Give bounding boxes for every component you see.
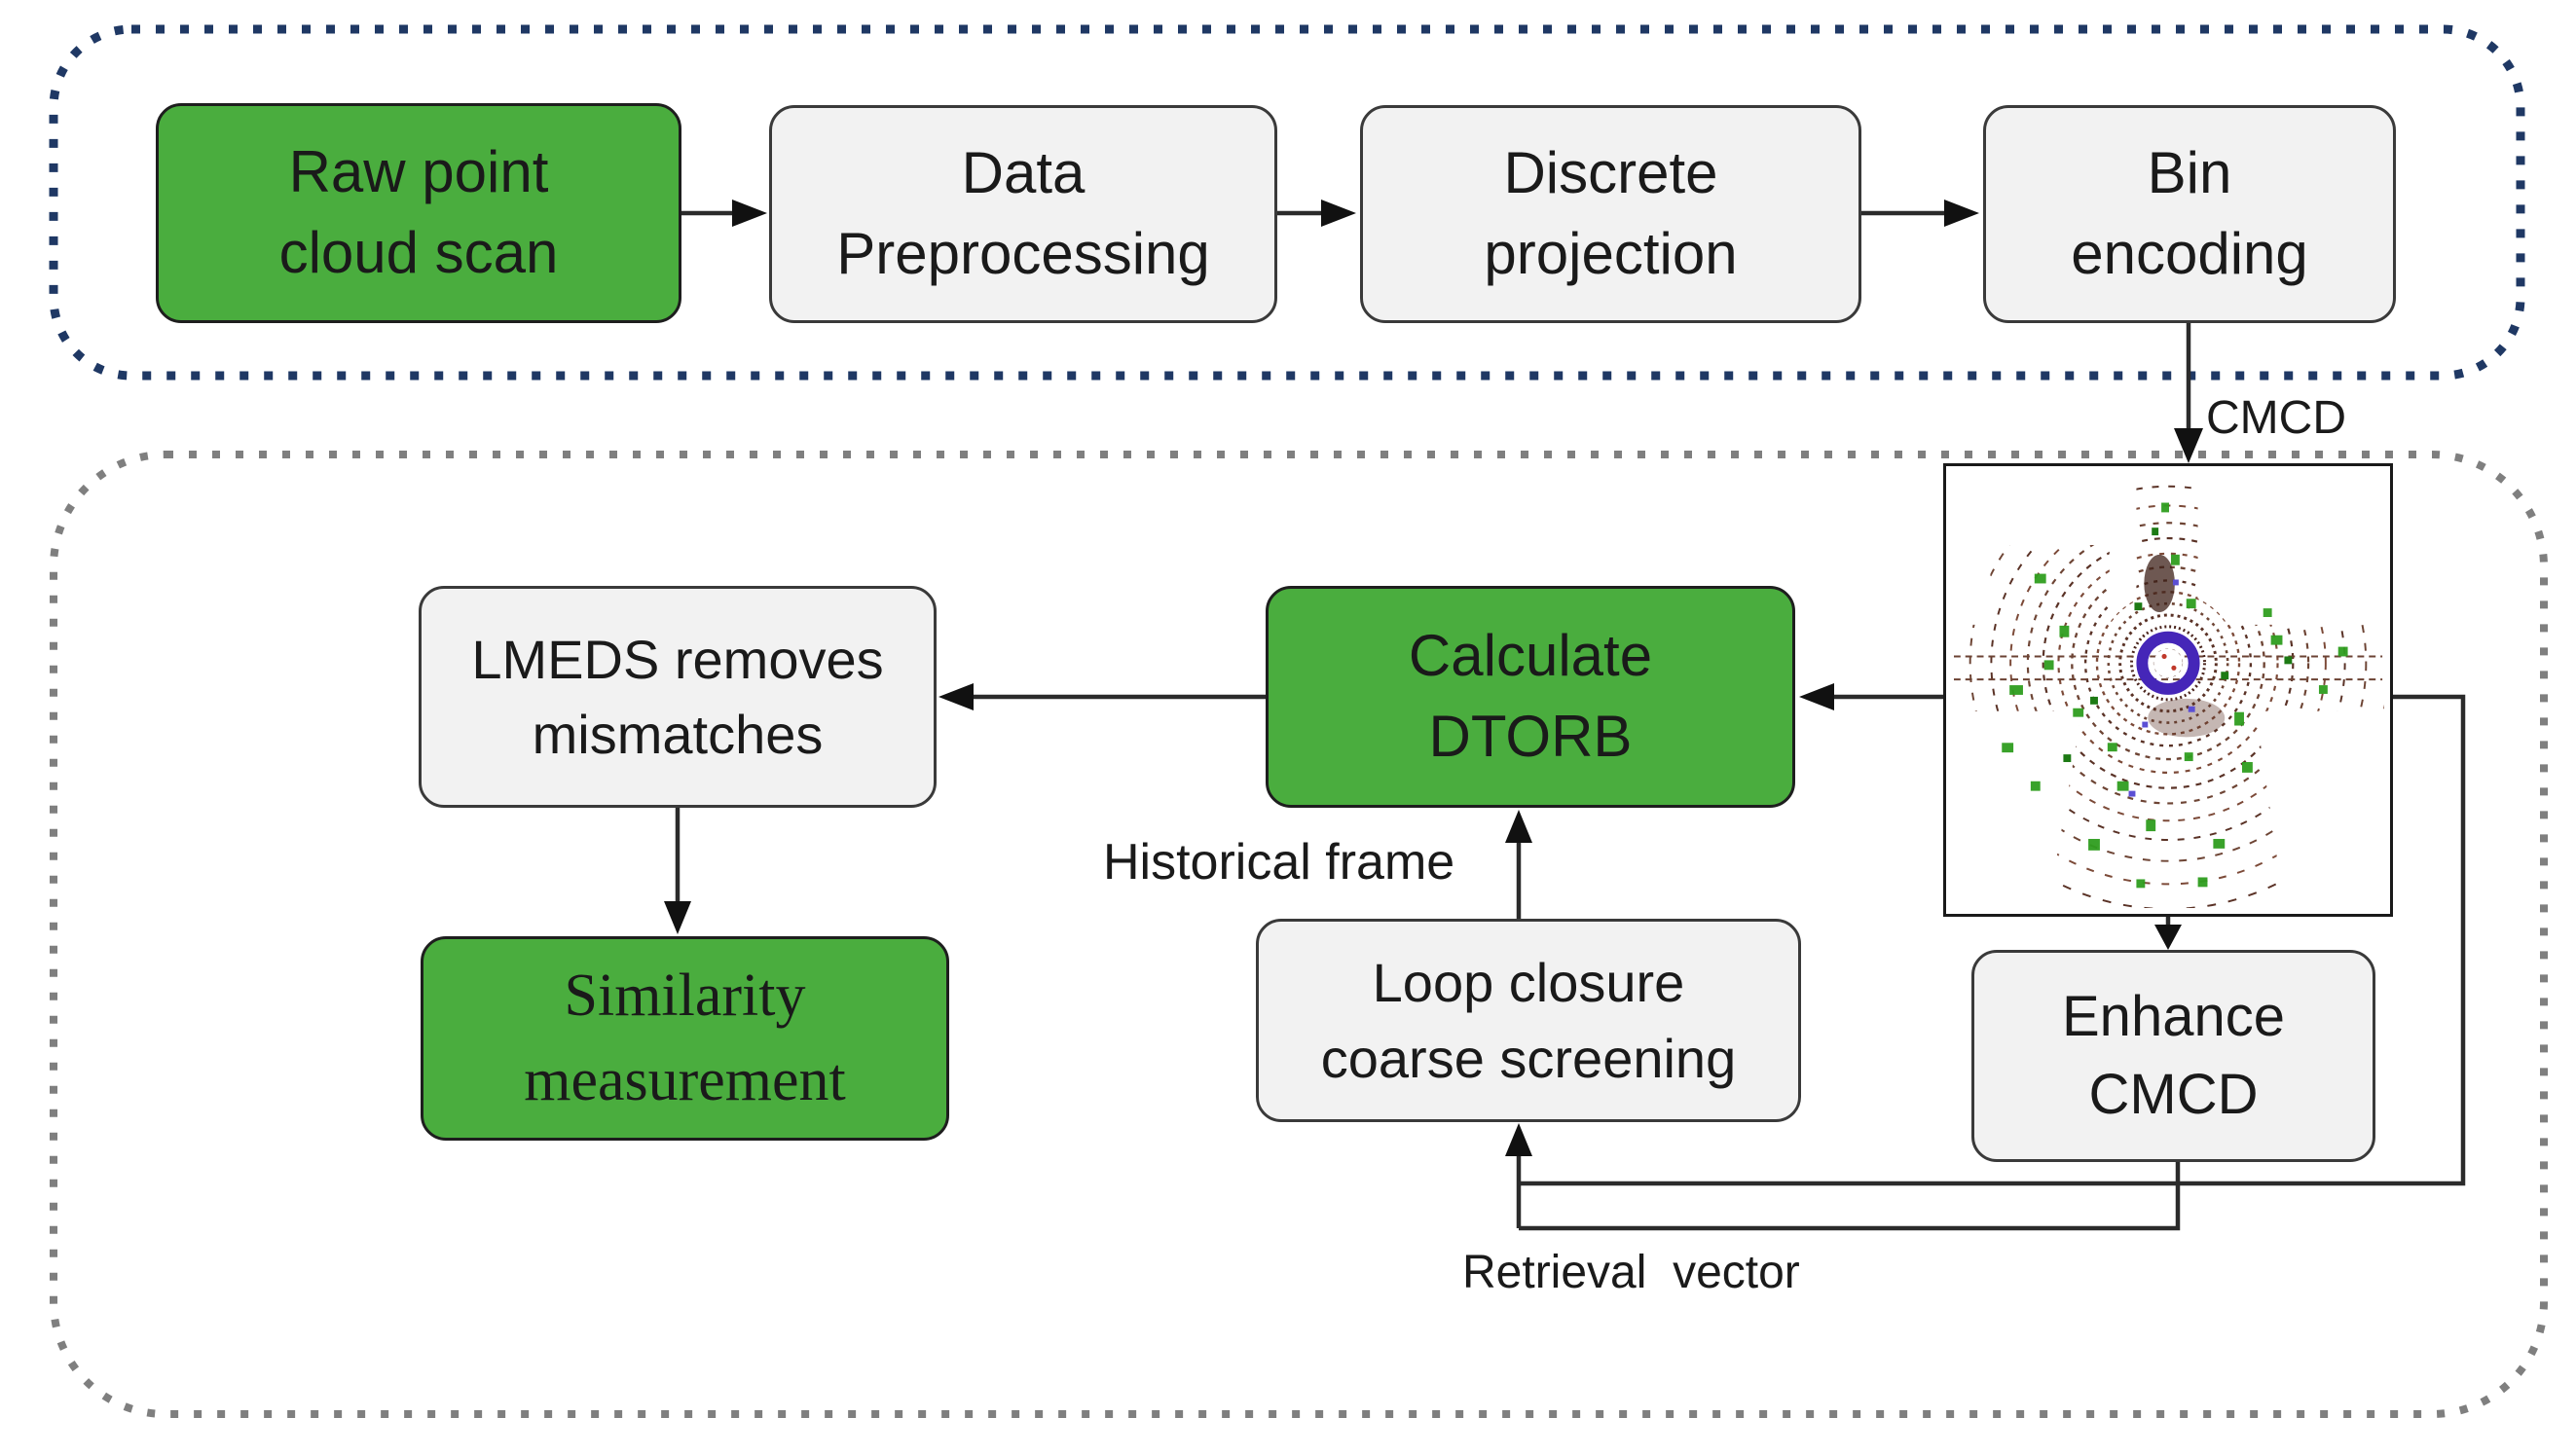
arrowhead-into-binencoding	[1944, 200, 1979, 227]
label-cmcd: CMCD	[2206, 392, 2346, 444]
lidar-scan-graphic	[1953, 471, 2385, 909]
arrowhead-into-dtorb-bottom	[1505, 810, 1532, 843]
box-label-line: CMCD	[2088, 1063, 2259, 1126]
box-label-line: Similarity	[564, 963, 806, 1030]
box-similarity-measurement: Similarity measurement	[421, 936, 949, 1141]
scanner-ring	[2136, 631, 2200, 695]
box-calculate-dtorb: Calculate DTORB	[1266, 586, 1795, 808]
box-discrete-projection: Discrete projection	[1360, 105, 1861, 323]
box-lmeds-removes-mismatches: LMEDS removes mismatches	[419, 586, 937, 808]
box-label-line: Bin	[2147, 140, 2232, 206]
arrowhead-into-lmeds	[938, 683, 974, 710]
box-raw-point-cloud-scan: Raw point cloud scan	[156, 103, 681, 323]
loop-line-enhance-to-loopclosure	[1519, 1162, 2181, 1231]
label-historical-frame: Historical frame	[1103, 834, 1455, 891]
box-label-line: coarse screening	[1320, 1027, 1737, 1089]
arrowhead-into-enhance	[2154, 925, 2182, 950]
box-label-line: LMEDS removes	[471, 628, 884, 690]
lidar-scan-image	[1943, 463, 2393, 917]
box-label-line: Preprocessing	[836, 221, 1210, 286]
box-label-line: Loop closure	[1372, 952, 1685, 1014]
box-enhance-cmcd: Enhance CMCD	[1971, 950, 2375, 1162]
arrowhead-into-dtorb-right	[1799, 683, 1834, 710]
loop-line-image-to-loopclosure	[1519, 694, 2466, 1186]
arrowhead-into-image	[2174, 428, 2203, 463]
bottom-section-outline	[50, 451, 2548, 1418]
box-label-line: cloud scan	[278, 220, 559, 285]
box-label-line: DTORB	[1428, 704, 1633, 769]
box-label-line: Calculate	[1408, 623, 1653, 689]
box-label-line: Data	[961, 140, 1086, 206]
box-label-line: mismatches	[532, 704, 824, 765]
box-label-line: Enhance	[2062, 984, 2285, 1048]
arrowhead-into-projection	[1321, 200, 1356, 227]
box-data-preprocessing: Data Preprocessing	[769, 105, 1277, 323]
arrowhead-into-loopclosure	[1505, 1123, 1532, 1156]
label-retrieval-vector: Retrieval vector	[1462, 1247, 1800, 1298]
top-section-outline	[49, 24, 2525, 381]
box-label-line: Raw point	[288, 139, 549, 205]
arrowhead-into-preprocessing	[732, 200, 767, 227]
box-label-line: encoding	[2071, 221, 2308, 286]
box-bin-encoding: Bin encoding	[1983, 105, 2396, 323]
box-label-line: Discrete	[1503, 140, 1718, 206]
box-loop-closure-coarse-screening: Loop closure coarse screening	[1256, 919, 1801, 1122]
arrowhead-into-similarity	[664, 901, 691, 934]
box-label-line: projection	[1484, 221, 1738, 286]
box-label-line: measurement	[524, 1047, 846, 1113]
